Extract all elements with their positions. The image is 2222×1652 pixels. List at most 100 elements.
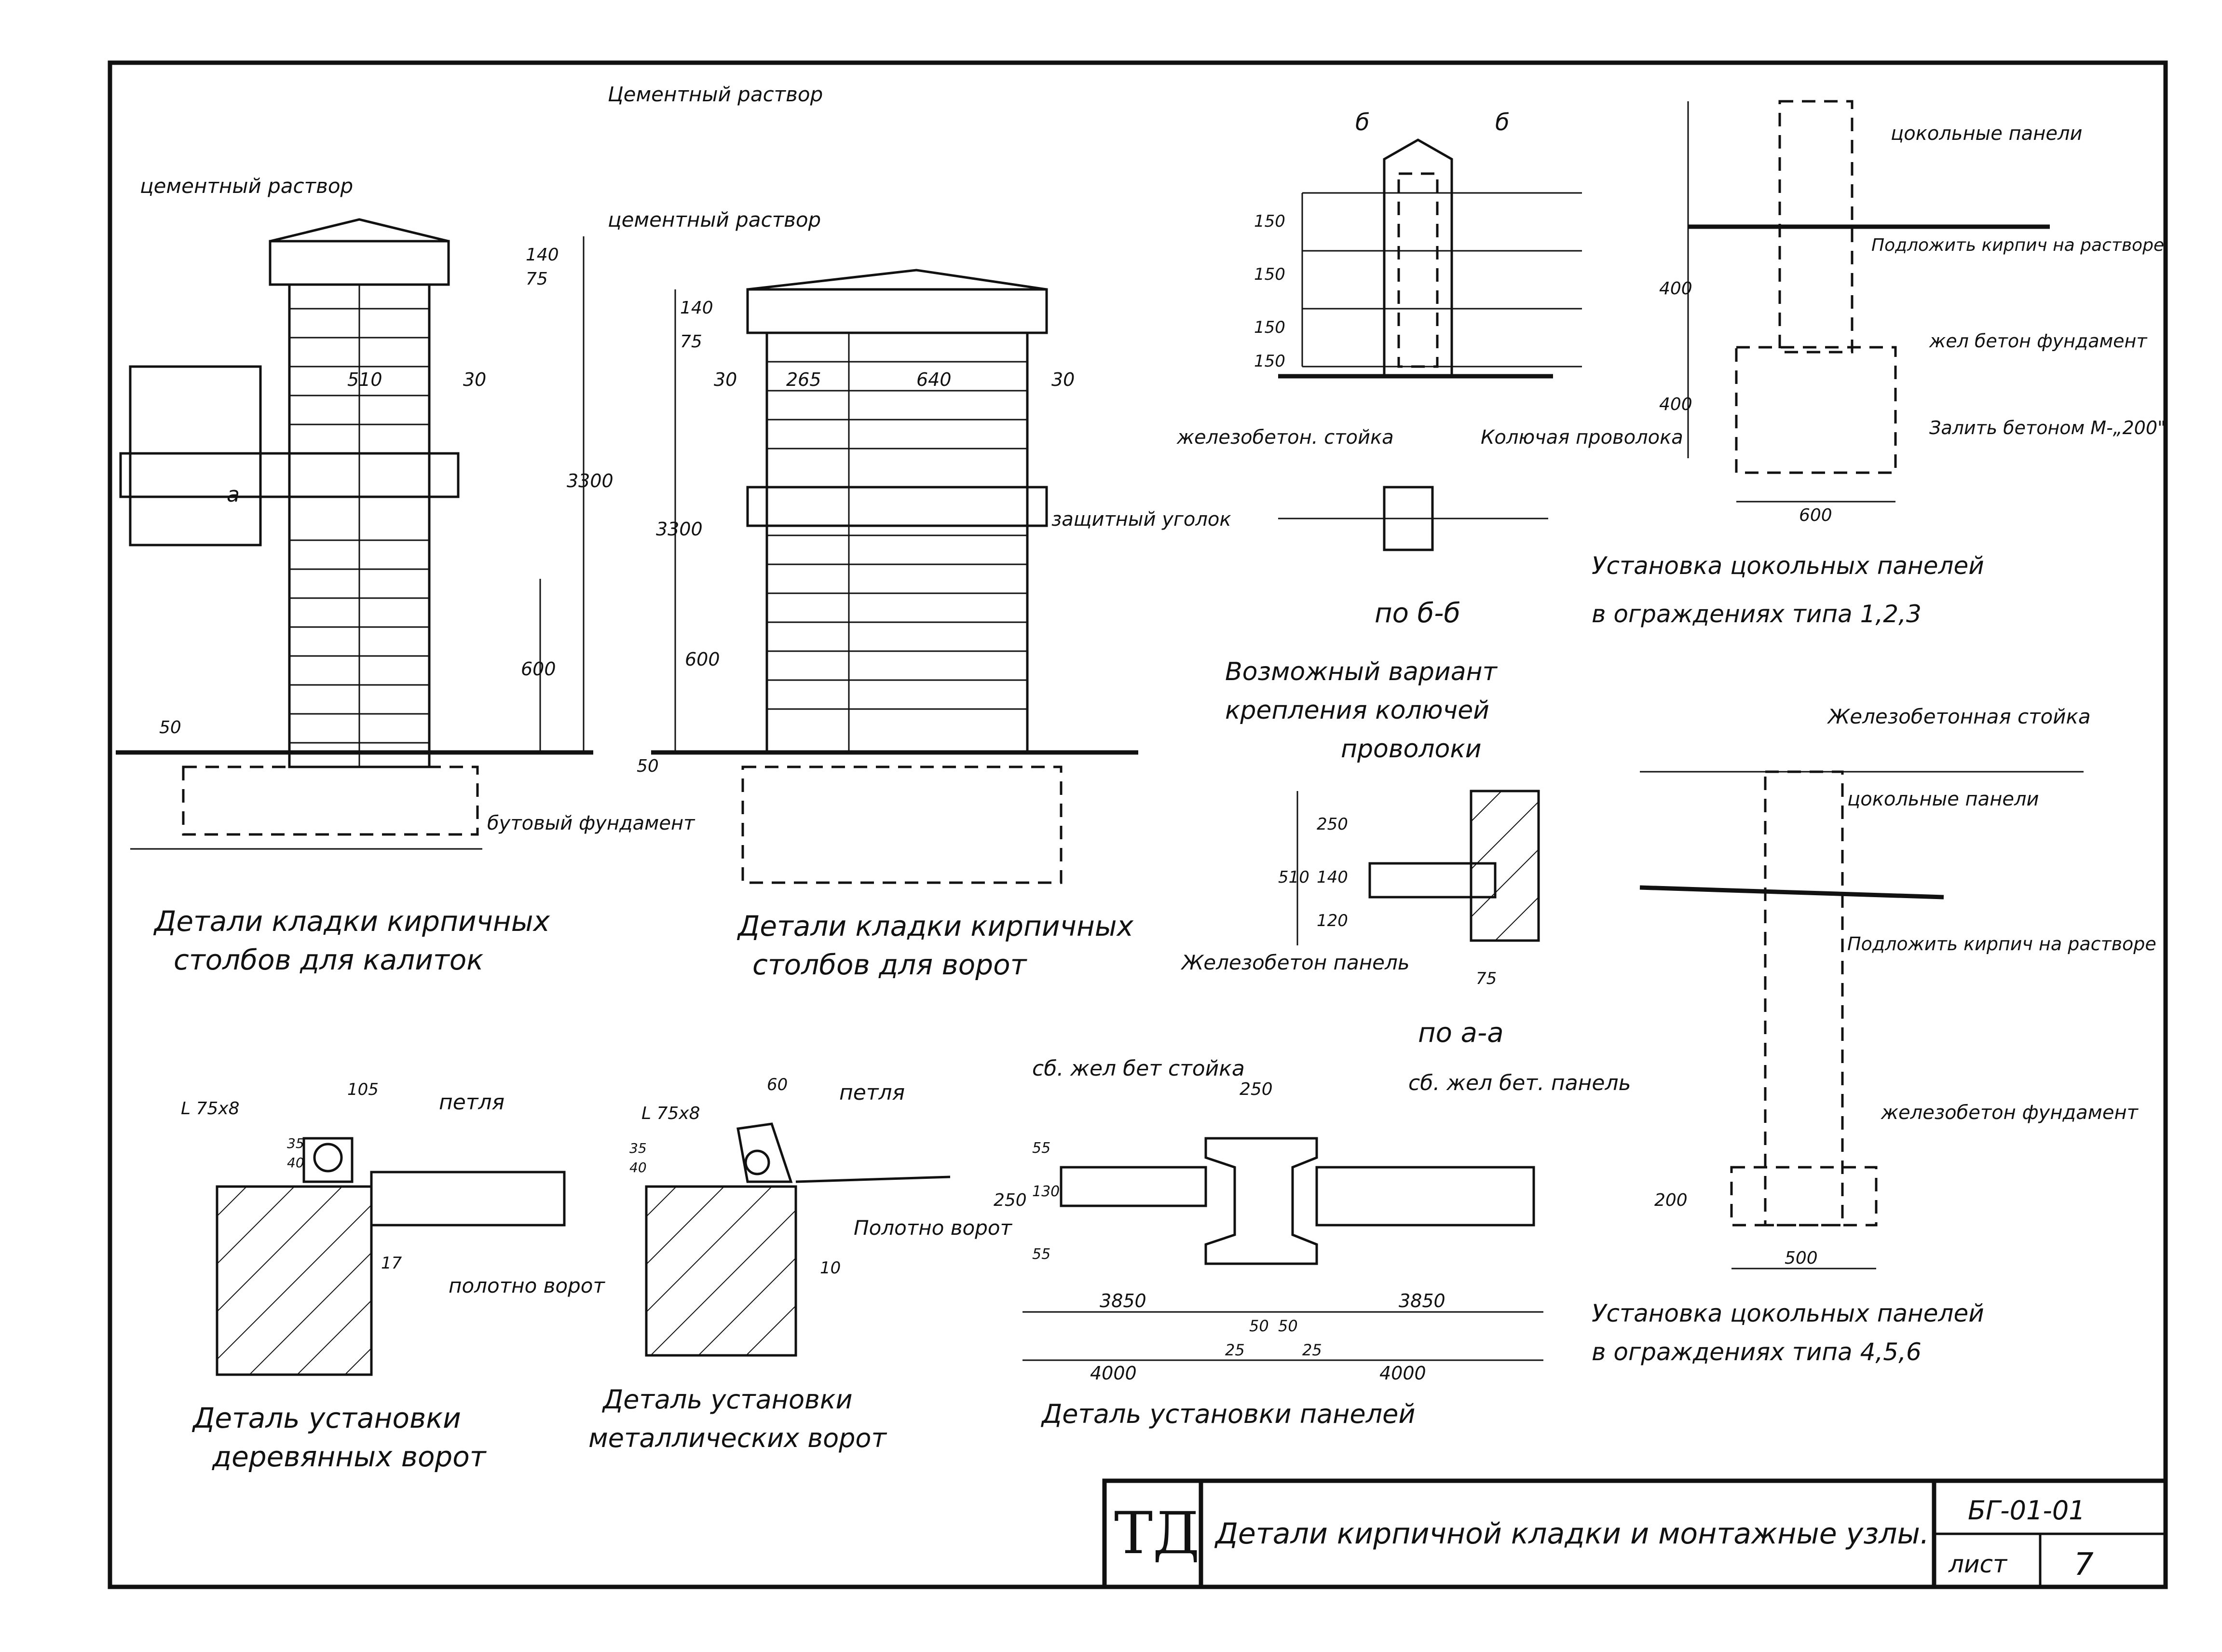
gate-large-label-mortar-mid: цементный раствор (608, 208, 821, 232)
barbed-wire-dim-150-c: 150 (1254, 318, 1285, 337)
plinth-123-label-panels: цокольные панели (1891, 123, 2083, 145)
metal-gate-caption-line1: Деталь установки (602, 1384, 853, 1415)
plinth-123-label-concrete: Залить бетоном М-„200" (1929, 417, 2166, 438)
gate-large-dim-50: 50 (637, 756, 659, 776)
section-aa-drawing (1296, 790, 1540, 945)
panel-install-dim-250-top: 250 (1240, 1079, 1273, 1099)
gate-pillar-dim-50: 50 (159, 718, 181, 737)
panel-install-dim-4000-left: 4000 (1090, 1363, 1137, 1384)
panel-install-dim-4000-right: 4000 (1379, 1363, 1426, 1384)
plinth-456-caption-line1: Установка цокольных панелей (1592, 1299, 1984, 1327)
metal-gate-dim-40: 40 (629, 1160, 647, 1175)
wooden-gate-caption-line1: Деталь установки (191, 1402, 461, 1434)
wooden-gate-label-angle: L 75х8 (181, 1099, 240, 1119)
wooden-gate-caption-line2: деревянных ворот (212, 1440, 487, 1473)
wooden-gate-label-leaf: полотно ворот (449, 1274, 605, 1297)
section-aa-dim-250: 250 (1317, 815, 1348, 834)
gate-large-dim-30-right: 30 (1051, 369, 1075, 390)
metal-gate-label-angle: L 75х8 (641, 1104, 700, 1123)
gate-pillar-section-mark: а (227, 482, 240, 507)
section-aa-dim-75: 75 (1476, 969, 1497, 988)
gate-pillar-label-mortar: цементный раствор (140, 174, 353, 198)
gate-large-label-angle: защитный уголок (1051, 508, 1231, 531)
metal-gate-label-leaf: Полотно ворот (854, 1216, 1013, 1240)
section-aa-label-panel: Железобетон панель (1180, 951, 1410, 974)
section-aa-dim-140: 140 (1317, 868, 1348, 887)
plinth-456-dim-500: 500 (1785, 1248, 1818, 1268)
panel-install-caption: Деталь установки панелей (1041, 1399, 1415, 1429)
gate-large-dim-600: 600 (685, 649, 720, 670)
title-block-sheet-number: 7 (2074, 1547, 2094, 1583)
gate-large-pillar-drawing (651, 269, 1138, 884)
title-block-sheet-label: лист (1948, 1550, 2008, 1578)
gate-large-caption-line2: столбов для ворот (752, 948, 1028, 981)
title-block-logo: ТД (1114, 1500, 1200, 1567)
barbed-wire-caption-line2: крепления колючей (1225, 696, 1489, 725)
plinth-456-label-post: Железобетонная стойка (1827, 705, 2091, 728)
wooden-gate-dim-35: 35 (287, 1135, 304, 1151)
wooden-gate-dim-17: 17 (381, 1254, 402, 1273)
panel-install-dim-55-top: 55 (1032, 1140, 1050, 1157)
gate-pillar-dim-75: 75 (526, 269, 548, 289)
panel-install-dim-50-b: 50 (1278, 1317, 1298, 1335)
metal-gate-label-hinge: петля (839, 1080, 905, 1105)
plinth-123-caption-line2: в ограждениях типа 1,2,3 (1592, 600, 1922, 628)
plinth-123-dim-400-top: 400 (1659, 279, 1692, 299)
plinth-123-label-foundation: жел бетон фундамент (1929, 330, 2148, 352)
plinth-123-dim-400-bottom: 400 (1659, 395, 1692, 414)
panel-install-dim-3850-right: 3850 (1399, 1290, 1445, 1311)
barbed-wire-caption-line3: проволоки (1341, 735, 1482, 764)
gate-pillar-dim-30: 30 (463, 369, 486, 390)
gate-pillar-dim-140: 140 (526, 245, 559, 265)
barbed-wire-section-label: по б-б (1375, 598, 1460, 629)
metal-gate-dim-35: 35 (629, 1140, 647, 1156)
metal-gate-dim-10: 10 (820, 1258, 841, 1278)
gate-large-dim-140: 140 (680, 298, 713, 318)
section-aa-label: по а-а (1418, 1017, 1504, 1049)
gate-pillar-caption-line2: столбов для калиток (174, 943, 483, 976)
gate-large-dim-75: 75 (680, 332, 702, 352)
gate-pillar-dim-600: 600 (521, 658, 556, 680)
gate-pillar-dim-3300: 3300 (567, 470, 613, 492)
metal-gate-caption-line2: металлических ворот (588, 1423, 887, 1453)
gate-pillar-dim-510: 510 (347, 369, 382, 390)
wooden-gate-drawing (216, 1137, 566, 1376)
panel-install-label-post: сб. жел бет стойка (1032, 1056, 1245, 1081)
barbed-wire-dim-150-a: 150 (1254, 212, 1285, 231)
title-block (1102, 1478, 2168, 1589)
barbed-wire-section-mark-left: б (1355, 109, 1370, 136)
barbed-wire-dim-150-d: 150 (1254, 352, 1285, 371)
wooden-gate-label-hinge: петля (439, 1090, 504, 1115)
plinth-456-drawing (1639, 770, 2084, 1270)
wooden-gate-dim-40: 40 (287, 1155, 304, 1171)
plinth-456-caption-line2: в ограждениях типа 4,5,6 (1592, 1338, 1922, 1366)
gate-large-dim-30-left: 30 (714, 369, 737, 390)
gate-large-label-mortar-top: Цементный раствор (608, 82, 823, 106)
section-aa-dim-510: 510 (1278, 868, 1309, 887)
barbed-wire-drawing (1278, 138, 1582, 551)
panel-install-dim-250-side: 250 (994, 1190, 1027, 1210)
plinth-123-drawing (1687, 100, 2050, 503)
plinth-456-dim-200: 200 (1654, 1190, 1688, 1210)
title-block-title: Детали кирпичной кладки и монтажные узлы… (1214, 1517, 1929, 1551)
plinth-123-caption-line1: Установка цокольных панелей (1592, 552, 1984, 580)
panel-install-dim-3850-left: 3850 (1100, 1290, 1146, 1311)
plinth-123-dim-600: 600 (1799, 505, 1832, 525)
gate-pillar-label-rubble: бутовый фундамент (487, 812, 695, 834)
plinth-456-label-foundation: железобетон фундамент (1881, 1102, 2139, 1124)
panel-install-drawing (1022, 1137, 1543, 1361)
metal-gate-dim-60: 60 (767, 1075, 788, 1094)
plinth-123-label-brick: Подложить кирпич на растворе (1871, 235, 2164, 255)
barbed-wire-caption-line1: Возможный вариант (1225, 657, 1498, 686)
gate-large-caption-line1: Детали кладки кирпичных (736, 910, 1134, 942)
panel-install-dim-50-a: 50 (1249, 1317, 1269, 1335)
gate-large-dim-3300: 3300 (656, 519, 703, 540)
section-aa-dim-120: 120 (1317, 911, 1348, 930)
gate-pillar-caption-line1: Детали кладки кирпичных (153, 905, 550, 938)
gate-pillar-drawing (116, 218, 593, 850)
plinth-456-label-brick: Подложить кирпич на растворе (1847, 933, 2156, 955)
gate-large-dim-640: 640 (916, 369, 952, 390)
panel-install-label-panel: сб. жел бет. панель (1408, 1071, 1631, 1095)
panel-install-dim-55-bottom: 55 (1032, 1246, 1050, 1263)
panel-install-dim-25-b: 25 (1302, 1341, 1322, 1359)
